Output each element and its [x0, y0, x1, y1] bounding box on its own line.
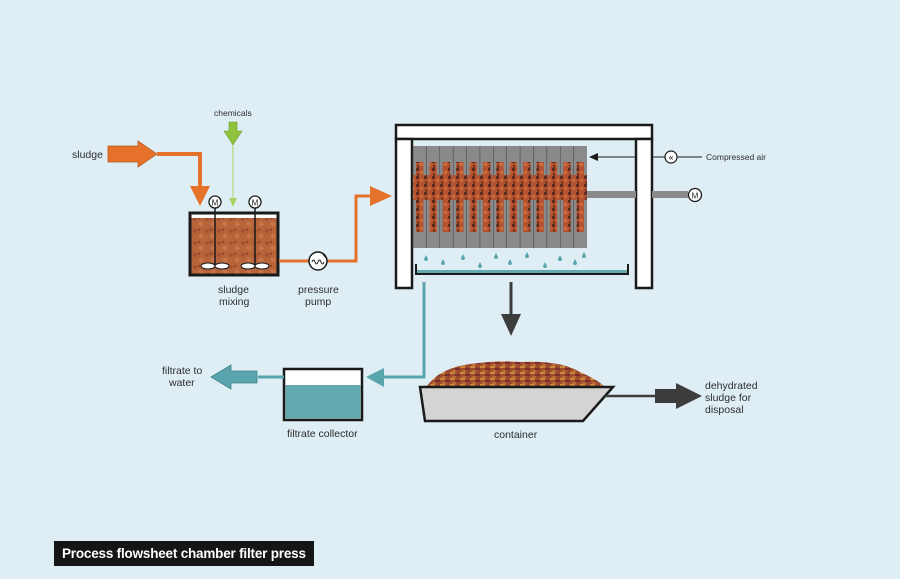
- water-drop-icon: [558, 255, 562, 261]
- sludge-mixing-tank: [188, 205, 280, 277]
- cake-discharge-arrow: [501, 282, 521, 336]
- disposal-label-line1: dehydrated: [705, 380, 758, 392]
- pump-label-line2: pump: [305, 296, 331, 308]
- compressed-air-line: [589, 153, 702, 161]
- sludge-inlet-label: sludge: [72, 149, 103, 161]
- svg-text:«: «: [668, 154, 674, 164]
- water-drop-icon: [543, 262, 547, 268]
- water-drop-icon: [508, 259, 512, 265]
- pressure-pump-icon: [308, 251, 328, 271]
- water-drop-icon: [582, 252, 586, 258]
- figure-caption: Process flowsheet chamber filter press: [54, 541, 314, 566]
- pump-label-line1: pressure: [298, 284, 339, 296]
- mixing-label-line2: mixing: [219, 296, 250, 308]
- filtrate-collector-label: filtrate collector: [287, 428, 358, 440]
- filtrate-out-label-line1: filtrate to: [162, 365, 202, 377]
- chemicals-arrow: [223, 121, 243, 207]
- disposal-label-line3: disposal: [705, 404, 744, 416]
- container-label: container: [494, 429, 538, 441]
- motor-2-icon: M: [248, 195, 262, 209]
- disposal-arrow: [605, 383, 702, 409]
- filtrate-collector-tank: [282, 367, 364, 422]
- water-drop-icon: [478, 262, 482, 268]
- water-drop-icon: [461, 254, 465, 260]
- mixing-label-line1: sludge: [218, 284, 249, 296]
- svg-text:M: M: [252, 199, 259, 208]
- motor-1-icon: M: [208, 195, 222, 209]
- chemicals-label: chemicals: [214, 108, 252, 118]
- filtrate-line: [366, 282, 426, 387]
- disposal-label-line2: sludge for: [705, 392, 752, 404]
- sludge-inlet-arrow: [107, 140, 210, 206]
- water-drop-icon: [441, 259, 445, 265]
- water-drop-icon: [525, 252, 529, 258]
- svg-text:M: M: [692, 192, 699, 201]
- agitator-1-icon: [200, 262, 230, 270]
- agitator-2-icon: [240, 262, 270, 270]
- filtrate-out-arrow: [210, 364, 284, 390]
- svg-text:M: M: [212, 199, 219, 208]
- sludge-container: [418, 361, 616, 423]
- filtrate-out-label-line2: water: [168, 377, 195, 389]
- press-motor-icon: M: [687, 187, 703, 203]
- compressor-icon: «: [664, 150, 678, 164]
- water-drop-icon: [424, 255, 428, 261]
- water-drop-icon: [573, 259, 577, 265]
- pump-feed-line: [279, 186, 392, 263]
- filter-press: [394, 123, 688, 290]
- compressed-air-label: Compressed air: [706, 152, 766, 162]
- water-drop-icon: [494, 253, 498, 259]
- filtrate-drops: [424, 252, 586, 268]
